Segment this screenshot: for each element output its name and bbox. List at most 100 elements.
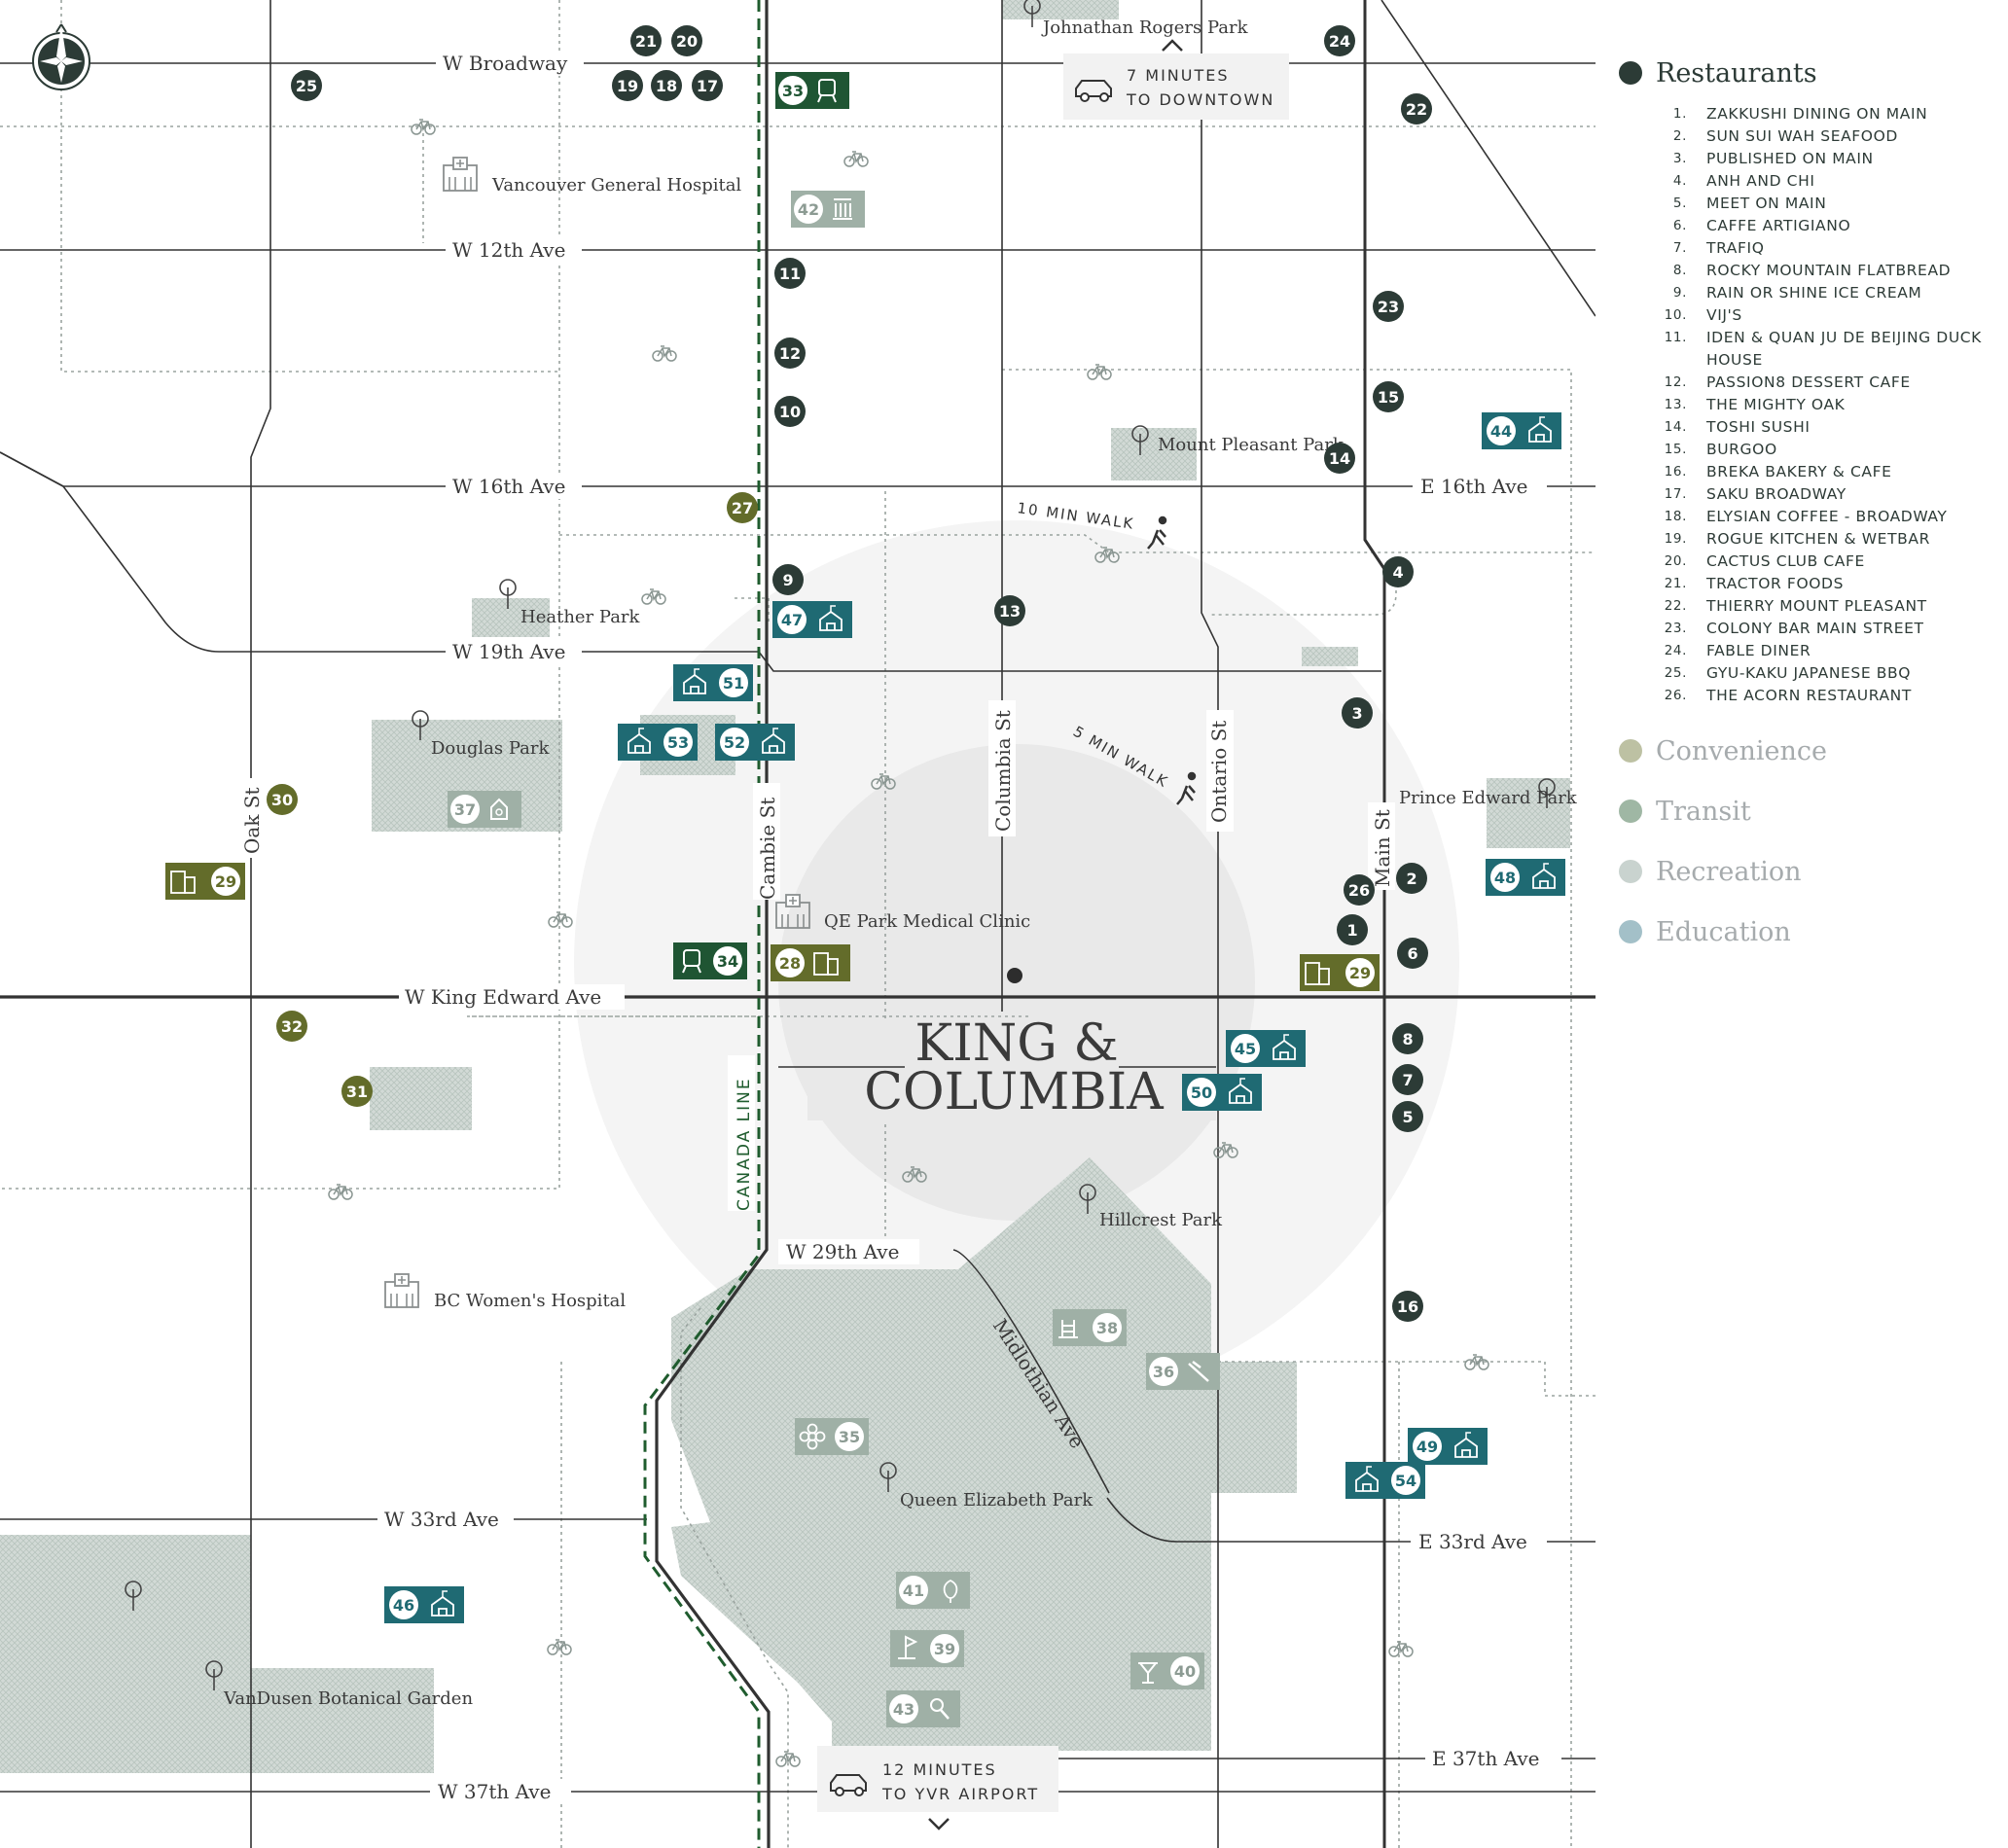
neighbourhood-map[interactable]: W Broadway W 12th Ave W 16th Ave E 16th … [0,0,1596,1848]
restaurant-list-item[interactable]: 13.The Mighty Oak [1644,394,2008,416]
restaurant-list-item[interactable]: 4.Anh and Chi [1644,170,2008,193]
street-w-19th: W 19th Ave [452,640,565,663]
restaurant-list-item[interactable]: 9.Rain or Shine Ice Cream [1644,282,2008,304]
restaurant-list-item[interactable]: 2.Sun Sui Wah Seafood [1644,125,2008,148]
transit-markers[interactable]: 33 34 [673,72,849,979]
legend-category-education[interactable]: Education [1619,915,2008,948]
restaurant-list-number: 14. [1664,419,1687,435]
svg-text:6: 6 [1407,944,1417,963]
svg-text:50: 50 [1191,1084,1212,1102]
svg-text:4: 4 [1392,563,1403,582]
restaurant-list-name: Anh and Chi [1706,172,1815,190]
restaurant-marker: 21 [630,25,662,56]
legend-category-recreation[interactable]: Recreation [1619,855,2008,888]
restaurant-list-item[interactable]: 8.Rocky Mountain Flatbread [1644,260,2008,282]
restaurant-marker: 17 [692,70,723,101]
restaurant-marker: 11 [774,258,806,289]
restaurant-list-item[interactable]: 3.Published on Main [1644,148,2008,170]
education-markers[interactable]: 44 47 51 53 52 48 45 50 49 54 46 [384,412,1565,1623]
restaurant-list-item[interactable]: 24.Fable Diner [1644,640,2008,662]
restaurant-marker: 22 [1401,93,1432,124]
restaurant-list-number: 10. [1664,307,1687,323]
restaurant-list-number: 16. [1664,464,1687,480]
restaurant-list-number: 22. [1664,598,1687,614]
title-line2: COLUMBIA [864,1063,1165,1121]
restaurant-marker: 7 [1392,1064,1423,1095]
restaurant-marker: 16 [1392,1291,1423,1322]
drive-downtown-callout: 7 MINUTES TO DOWNTOWN [1063,39,1289,120]
restaurant-list-item[interactable]: 11.Iden & Quan Ju De Beijing Duck House [1644,327,2008,372]
legend-category-dot-icon [1619,860,1642,883]
legend-category-dot-icon [1619,739,1642,763]
restaurant-list-item[interactable]: 10.Vij's [1644,304,2008,327]
svg-text:39: 39 [934,1640,955,1658]
education-marker: 46 [384,1586,464,1623]
place-labels: Johnathan Rogers Park Vancouver General … [125,0,1578,1709]
restaurant-marker: 25 [291,70,322,101]
svg-text:17: 17 [697,77,718,95]
place-mount-pleasant-park: Mount Pleasant Park [1158,435,1345,455]
svg-text:12: 12 [779,344,801,363]
restaurant-list-item[interactable]: 1.Zakkushi Dining on Main [1644,103,2008,125]
restaurant-list-item[interactable]: 5.Meet on Main [1644,193,2008,215]
legend-restaurants-heading[interactable]: Restaurants [1619,56,2008,89]
restaurant-list-item[interactable]: 21.Tractor Foods [1644,573,2008,595]
restaurant-list-item[interactable]: 26. The Acorn Restaurant [1644,685,2008,707]
restaurant-list-number: 19. [1664,531,1687,547]
restaurant-list-number: 5. [1672,195,1687,211]
svg-text:24: 24 [1329,32,1350,51]
restaurant-list-name: Saku Broadway [1706,485,1847,503]
restaurant-list-item[interactable]: 7.Trafiq [1644,237,2008,260]
education-marker: 50 [1182,1074,1262,1111]
restaurant-list-name: Gyu-Kaku Japanese BBQ [1706,664,1912,682]
recreation-marker: 40 [1130,1653,1204,1689]
restaurant-marker: 19 [612,70,643,101]
restaurant-list-item[interactable]: 22.Thierry Mount Pleasant [1644,595,2008,618]
restaurant-list-item[interactable]: 12.Passion8 Dessert Cafe [1644,372,2008,394]
recreation-markers[interactable]: 42 37 38 36 35 41 39 40 43 [448,191,1220,1727]
drive-airport-line2: TO YVR AIRPORT [881,1785,1039,1803]
legend-category-transit[interactable]: Transit [1619,795,2008,828]
restaurant-markers[interactable]: 1 2 3 4 5 6 7 8 9 10 11 12 13 14 15 16 1… [291,25,1432,1322]
car-icon [830,1774,867,1796]
restaurant-list-item[interactable]: 15.Burgoo [1644,439,2008,461]
svg-text:45: 45 [1235,1040,1256,1058]
restaurant-list-name: Elysian Coffee - Broadway [1706,508,1948,525]
restaurant-list-name: Rain or Shine Ice Cream [1706,284,1922,302]
legend-category-label: Convenience [1656,735,1828,766]
restaurant-list-item[interactable]: 16.Breka Bakery & Cafe [1644,461,2008,483]
convenience-marker: 31 [341,1076,373,1107]
svg-text:52: 52 [724,733,745,752]
restaurant-list-number: 26. [1664,688,1687,703]
walk-icon [1147,515,1167,550]
restaurant-list-name: The Acorn Restaurant [1706,687,1912,704]
restaurant-list-item[interactable]: 17.Saku Broadway [1644,483,2008,506]
svg-text:14: 14 [1329,449,1350,468]
svg-text:46: 46 [393,1596,414,1615]
restaurant-marker: 12 [774,338,806,369]
restaurant-marker: 14 [1324,443,1355,474]
restaurant-list-item[interactable]: 18.Elysian Coffee - Broadway [1644,506,2008,528]
restaurant-list-name: Fable Diner [1706,642,1811,659]
svg-text:37: 37 [454,800,476,819]
restaurant-marker: 4 [1382,556,1414,587]
restaurant-list-number: 20. [1664,553,1687,569]
svg-text:48: 48 [1494,869,1516,887]
restaurant-list-item[interactable]: 6.Caffe Artigiano [1644,215,2008,237]
street-w-33rd: W 33rd Ave [384,1508,499,1531]
svg-text:7: 7 [1402,1071,1413,1089]
place-queen-elizabeth-park: Queen Elizabeth Park [900,1490,1094,1510]
site-location-marker [1007,968,1022,983]
legend-category-convenience[interactable]: Convenience [1619,734,2008,767]
restaurant-list-item[interactable]: 20.Cactus Club Cafe [1644,551,2008,573]
legend-restaurant-dot-icon [1619,61,1642,85]
education-marker: 48 [1486,859,1565,896]
restaurant-list-number: 12. [1664,374,1687,390]
restaurant-list-item[interactable]: 19.Rogue Kitchen & Wetbar [1644,528,2008,551]
svg-text:21: 21 [635,32,657,51]
restaurant-list-item[interactable]: 23.Colony Bar Main Street [1644,618,2008,640]
convenience-markers[interactable]: 27 30 31 32 29 29 28 [165,492,1380,1107]
restaurant-list-item[interactable]: 14.Toshi Sushi [1644,416,2008,439]
drive-downtown-line1: 7 MINUTES [1127,66,1230,85]
restaurant-list-item[interactable]: 25.Gyu-Kaku Japanese BBQ [1644,662,2008,685]
